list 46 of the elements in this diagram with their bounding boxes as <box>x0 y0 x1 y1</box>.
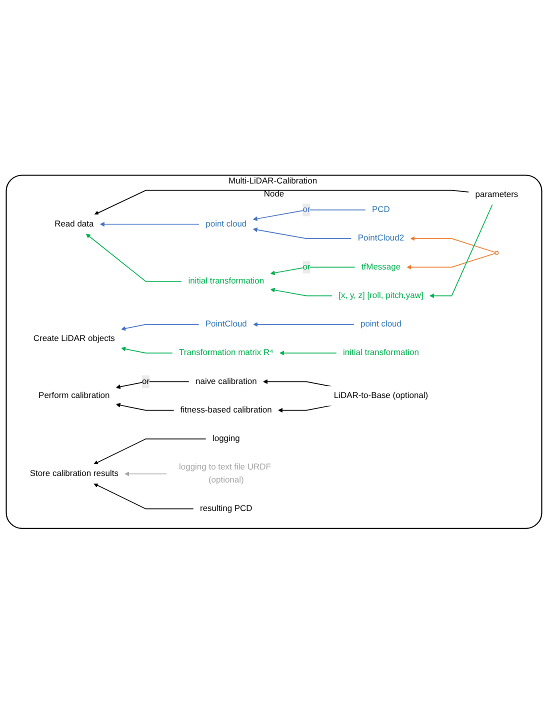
arrow <box>86 233 182 282</box>
node-text: parameters <box>475 190 518 199</box>
node-text: point cloud <box>360 319 402 328</box>
edge-label: or <box>302 262 310 272</box>
arrow <box>253 322 355 326</box>
node-text: Store calibration results <box>30 468 118 478</box>
node-text: [x, y, z] [roll, pitch,yaw] <box>338 290 424 300</box>
node-text: Perform calibration <box>38 390 110 400</box>
arrow <box>93 482 194 509</box>
arrow <box>429 204 493 298</box>
node-text: LiDAR-to-Base (optional) <box>334 390 428 400</box>
arrow <box>121 324 200 330</box>
node-text: point cloud <box>206 219 247 228</box>
edge-label: or <box>142 376 150 386</box>
arrow <box>121 346 174 354</box>
arrow <box>270 287 333 296</box>
node-text: PointCloud <box>205 319 247 328</box>
node-circle <box>494 250 499 254</box>
arrow <box>93 438 207 464</box>
node-text: Create LiDAR objects <box>33 334 115 343</box>
arrow <box>116 380 190 389</box>
arrow <box>270 266 356 275</box>
arrow <box>116 402 174 410</box>
node-text: logging <box>212 434 240 443</box>
edge-label: or <box>302 204 310 214</box>
arrow <box>406 252 496 270</box>
arrow <box>94 190 470 215</box>
node-text: PointCloud2 <box>358 233 404 242</box>
node-text: resulting PCD <box>200 504 252 513</box>
node-text: Transformation matrix R⁴ <box>179 348 274 357</box>
arrow <box>279 350 338 356</box>
node-text: naive calibration <box>196 376 257 386</box>
node-text: tfMessage <box>361 262 401 272</box>
arrow <box>278 404 332 412</box>
node-text: Read data <box>54 219 94 228</box>
arrow <box>262 378 332 386</box>
arrow <box>252 209 366 221</box>
arrow <box>252 227 352 239</box>
node-text: initial transformation <box>343 348 419 357</box>
node-text: logging to text file URDF (optional) <box>179 462 271 484</box>
arrow <box>100 222 200 226</box>
node-text: fitness-based calibration <box>180 405 272 414</box>
arrow <box>124 471 168 476</box>
node-text: initial transformation <box>188 276 264 286</box>
arrow <box>410 236 496 252</box>
node-text: PCD <box>372 204 390 214</box>
